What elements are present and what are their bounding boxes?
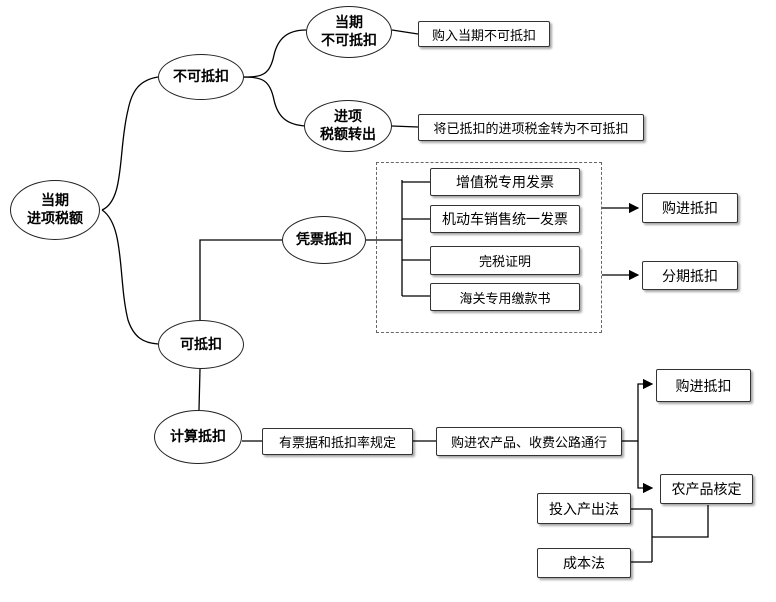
box-agricultural-verification: 农产品核定	[660, 474, 753, 504]
node-current-non-deductible: 当期 不可抵扣	[306, 6, 392, 58]
box-transfer-to-non-deductible: 将已抵扣的进项税金转为不可抵扣	[418, 114, 644, 141]
node-voucher-deduction: 凭票抵扣	[282, 216, 366, 264]
node-non-deductible: 不可抵扣	[158, 54, 244, 100]
box-rule-receipts-and-rates: 有票据和抵扣率规定	[262, 428, 413, 455]
box-purchase-non-deductible: 购入当期不可抵扣	[418, 21, 550, 47]
box-agricultural-and-toll-roads: 购进农产品、收费公路通行	[436, 427, 622, 456]
box-input-output-method: 投入产出法	[537, 493, 631, 524]
doc-motor-vehicle-invoice: 机动车销售统一发票	[430, 205, 580, 233]
node-input-tax-transfer-out: 进项 税额转出	[304, 100, 392, 152]
doc-customs-payment-form: 海关专用缴款书	[430, 283, 580, 311]
node-calculated-deduction: 计算抵扣	[154, 410, 242, 464]
node-deductible: 可抵扣	[158, 320, 244, 369]
box-installment-deduction: 分期抵扣	[642, 261, 738, 290]
voucher-documents-group	[376, 162, 602, 333]
box-cost-method: 成本法	[537, 548, 631, 578]
doc-vat-special-invoice: 增值税专用发票	[430, 168, 580, 196]
doc-tax-payment-certificate: 完税证明	[430, 246, 580, 275]
box-purchase-deduction-calculated: 购进抵扣	[656, 369, 751, 402]
box-purchase-deduction-voucher: 购进抵扣	[642, 193, 738, 223]
root-node-current-input-tax: 当期 进项税额	[10, 180, 100, 240]
